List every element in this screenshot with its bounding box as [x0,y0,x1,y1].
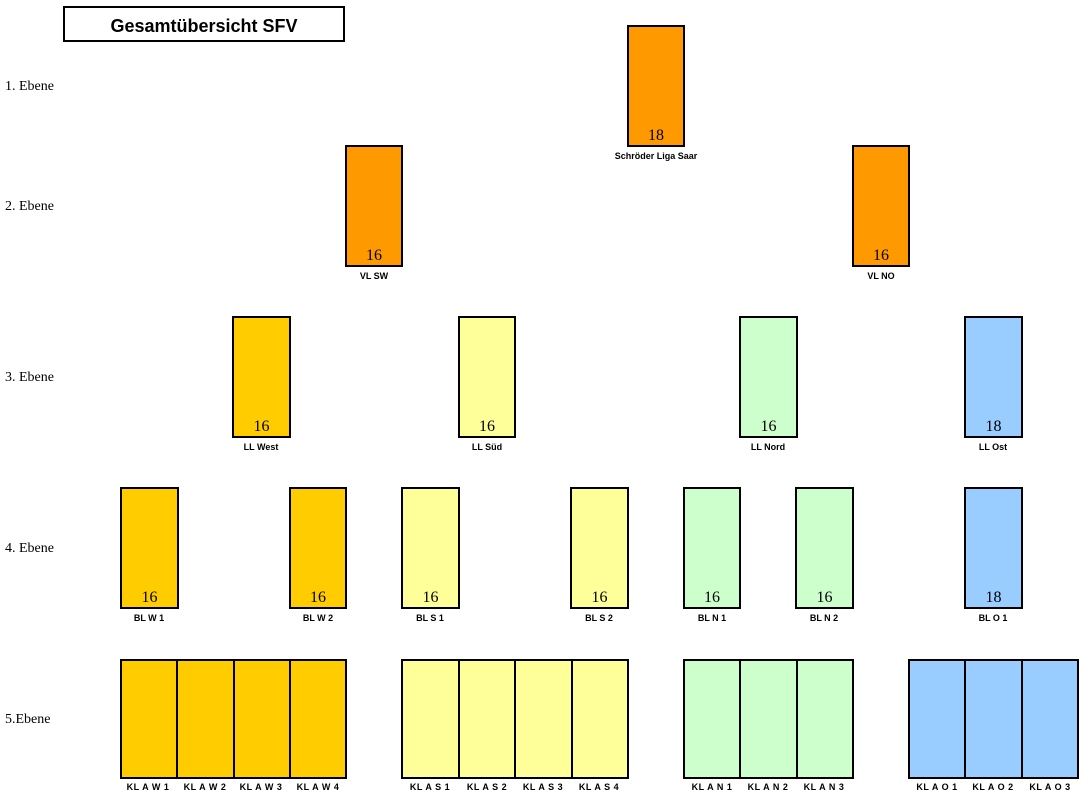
kla-cell-w1 [122,661,176,777]
league-name-bl-s1: BL S 1 [416,613,444,623]
kla-label-w2: KL A W 2 [183,782,227,792]
league-box-bl-w2: 16 [289,487,347,609]
level-label-3: 3. Ebene [5,370,54,385]
team-count: 16 [479,418,495,435]
league-box-bl-o1: 18 [964,487,1023,609]
league-name-bl-n1: BL N 1 [697,613,727,623]
kla-cell-s2 [457,661,515,777]
league-box-ll-nord: 16 [739,316,798,438]
kla-label-w3: KL A W 3 [239,782,283,792]
level-label-5: 5.Ebene [5,712,51,727]
level-label-4: 4. Ebene [5,541,54,556]
team-count: 18 [648,127,664,144]
kla-cell-s3 [514,661,571,777]
league-box-ll-ost: 18 [964,316,1023,438]
kla-cell-s1 [403,661,458,777]
kla-label-n2: KL A N 2 [747,782,789,792]
kla-cell-o3 [1020,661,1077,777]
league-box-bl-n1: 16 [683,487,741,609]
kla-cell-o1 [910,661,964,777]
league-name-ll-nord: LL Nord [750,442,786,452]
team-count: 16 [253,418,270,435]
league-name-bl-s2: BL S 2 [585,613,613,623]
league-name-ll-sued: LL Süd [471,442,503,452]
kla-label-n1: KL A N 1 [691,782,733,792]
kla-group-sued [401,659,629,779]
league-name-vl-sw: VL SW [359,271,389,281]
team-count: 16 [310,589,326,606]
kla-label-s3: KL A S 3 [522,782,564,792]
kla-cell-o2 [964,661,1020,777]
team-count: 18 [985,418,1002,435]
kla-cell-n1 [685,661,739,777]
league-box-schroeder-liga-saar: 18 [627,25,685,147]
league-name-bl-o1: BL O 1 [978,613,1008,623]
league-box-vl-no: 16 [852,145,910,267]
kla-label-s2: KL A S 2 [466,782,508,792]
team-count: 16 [422,589,439,606]
league-name-bl-n2: BL N 2 [809,613,839,623]
league-box-bl-s1: 16 [401,487,460,609]
league-box-bl-s2: 16 [570,487,629,609]
league-box-bl-n2: 16 [795,487,854,609]
league-name-bl-w1: BL W 1 [133,613,165,623]
league-name-ll-west: LL West [243,442,279,452]
league-box-vl-sw: 16 [345,145,403,267]
league-name-bl-w2: BL W 2 [302,613,334,623]
team-count: 16 [591,589,608,606]
league-box-bl-w1: 16 [120,487,179,609]
kla-cell-n2 [739,661,795,777]
league-box-ll-sued: 16 [458,316,516,438]
team-count: 18 [985,589,1002,606]
team-count: 16 [141,589,158,606]
team-count: 16 [816,589,833,606]
kla-label-w4: KL A W 4 [296,782,340,792]
team-count: 16 [366,247,382,264]
kla-label-s1: KL A S 1 [409,782,451,792]
kla-group-ost [908,659,1079,779]
level-label-2: 2. Ebene [5,199,54,214]
kla-cell-n3 [795,661,852,777]
kla-cell-w2 [176,661,232,777]
kla-cell-s4 [570,661,628,777]
league-name-ll-ost: LL Ost [978,442,1008,452]
team-count: 16 [704,589,720,606]
kla-label-s4: KL A S 4 [578,782,620,792]
league-box-ll-west: 16 [232,316,291,438]
kla-label-o1: KL A O 1 [916,782,958,792]
kla-label-o2: KL A O 2 [972,782,1014,792]
team-count: 16 [760,418,777,435]
kla-label-o3: KL A O 3 [1029,782,1071,792]
kla-group-west [120,659,347,779]
league-name-schroeder-liga-saar: Schröder Liga Saar [614,151,698,161]
page-title: Gesamtübersicht SFV [63,6,345,42]
kla-label-n3: KL A N 3 [803,782,845,792]
kla-label-w1: KL A W 1 [126,782,170,792]
kla-cell-w4 [288,661,345,777]
kla-cell-w3 [232,661,289,777]
team-count: 16 [873,247,889,264]
level-label-1: 1. Ebene [5,79,54,94]
league-name-vl-no: VL NO [867,271,895,281]
kla-group-nord [683,659,854,779]
